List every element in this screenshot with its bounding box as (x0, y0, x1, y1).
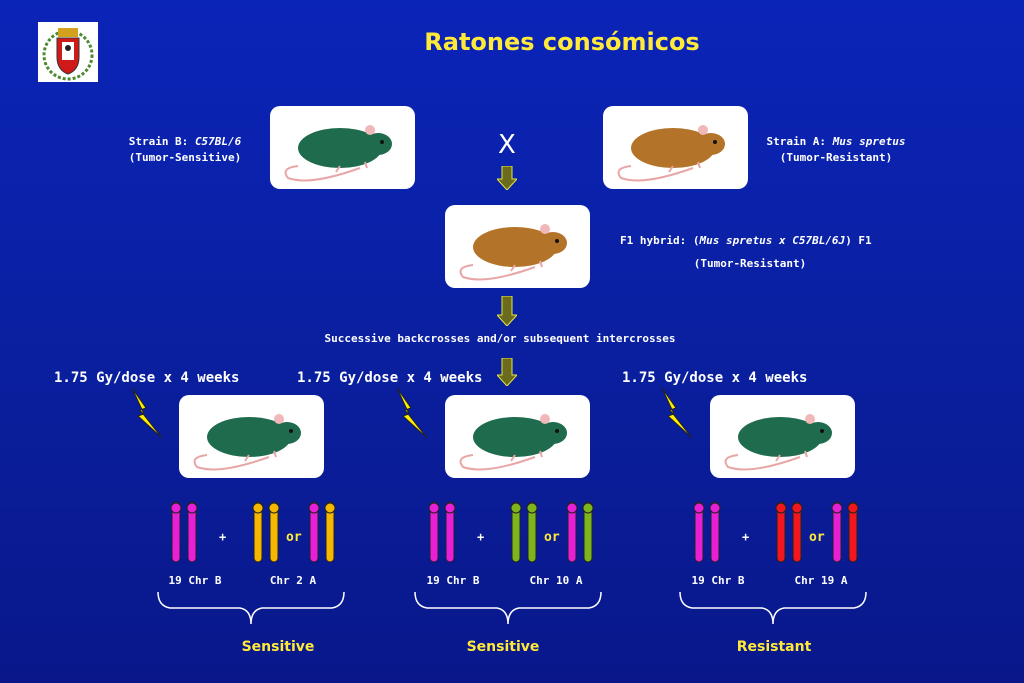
f1-note: (Tumor-Resistant) (693, 257, 807, 270)
chr-b-label: 19 Chr B (691, 574, 745, 587)
mouse-card (445, 395, 590, 478)
chromosome-pair-mixed (566, 501, 594, 563)
strain-b-mouse-card (270, 106, 415, 189)
brace-icon (414, 591, 602, 625)
university-crest-logo (38, 22, 98, 82)
down-arrow-icon (497, 296, 517, 326)
chr-a-label: Chr 19 A (794, 574, 848, 587)
lightning-bolt-icon (131, 388, 163, 439)
black-mouse-icon (193, 414, 301, 471)
black-mouse-icon (724, 414, 832, 471)
plus-sign: + (742, 530, 750, 544)
brown-mouse-icon (617, 125, 725, 182)
plus-sign: + (477, 530, 485, 544)
chr-a-label: Chr 2 A (269, 574, 317, 587)
f1-mouse-card (445, 205, 590, 288)
strain-a-mouse-card (603, 106, 748, 189)
f1-hybrid-label: F1 hybrid: (Mus spretus x C57BL/6J) F1 (620, 234, 872, 247)
chr-a-label: Chr 10 A (529, 574, 583, 587)
chromosome-pair-a (510, 501, 538, 563)
plus-sign: + (219, 530, 227, 544)
or-label: or (286, 530, 302, 545)
strain-b-label: Strain B: C57BL/6(Tumor-Sensitive) (128, 135, 242, 164)
result-label: Resistant (736, 639, 812, 655)
lightning-bolt-icon (661, 388, 693, 439)
chr-b-label: 19 Chr B (426, 574, 480, 587)
brown-mouse-icon (459, 224, 567, 281)
chromosome-set (170, 501, 336, 563)
brace-icon (157, 591, 345, 625)
chromosome-set (428, 501, 594, 563)
down-arrow-icon (497, 166, 517, 190)
cross-symbol: X (498, 130, 516, 160)
chromosome-pair-a (775, 501, 803, 563)
lightning-bolt-icon (396, 388, 428, 439)
dose-label: 1.75 Gy/dose x 4 weeks (622, 370, 808, 386)
chromosome-pair-mixed (308, 501, 336, 563)
chromosome-pair-b (693, 501, 721, 563)
chromosome-pair-b (170, 501, 198, 563)
mouse-card (710, 395, 855, 478)
or-label: or (544, 530, 560, 545)
result-label: Sensitive (241, 639, 315, 655)
brace-icon (679, 591, 867, 625)
down-arrow-icon (497, 358, 517, 386)
page-title: Ratones consómicos (424, 28, 700, 56)
black-mouse-icon (459, 414, 567, 471)
strain-a-label: Strain A: Mus spretus(Tumor-Resistant) (766, 135, 906, 164)
black-mouse-icon (284, 125, 392, 182)
chr-b-label: 19 Chr B (168, 574, 222, 587)
mouse-card (179, 395, 324, 478)
chromosome-pair-a (252, 501, 280, 563)
backcross-text: Successive backcrosses and/or subsequent… (324, 332, 676, 345)
chromosome-set (693, 501, 859, 563)
dose-label: 1.75 Gy/dose x 4 weeks (297, 370, 483, 386)
dose-label: 1.75 Gy/dose x 4 weeks (54, 370, 240, 386)
chromosome-pair-mixed (831, 501, 859, 563)
or-label: or (809, 530, 825, 545)
chromosome-pair-b (428, 501, 456, 563)
result-label: Sensitive (466, 639, 540, 655)
